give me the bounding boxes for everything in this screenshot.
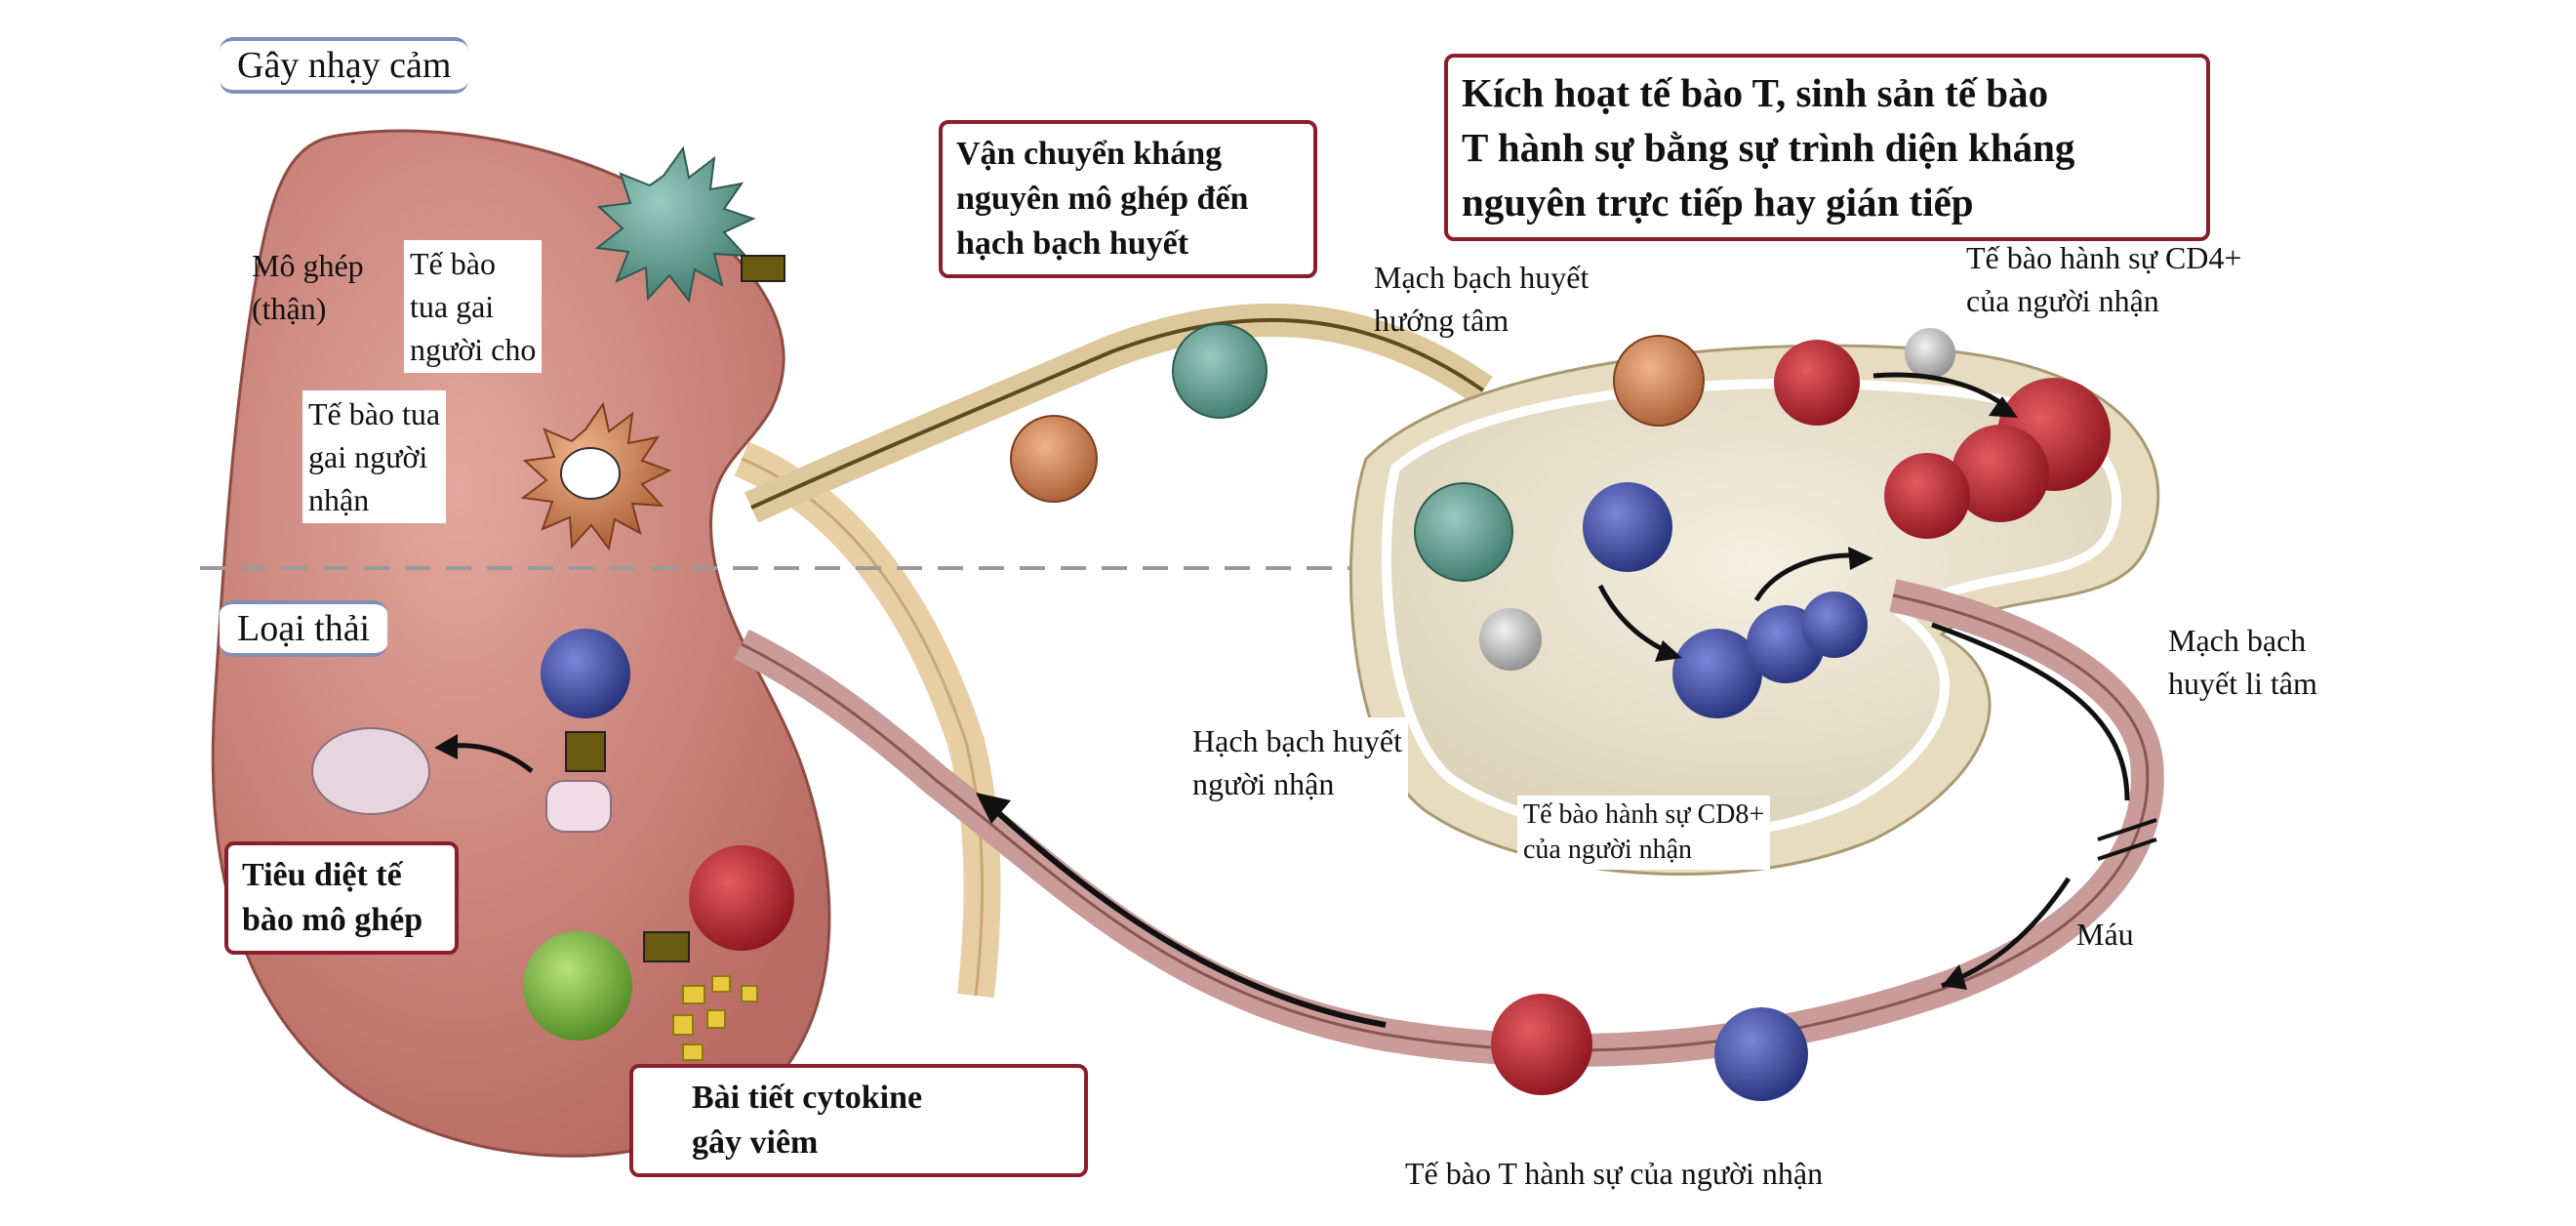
graft-target-cell <box>545 780 612 833</box>
cd8-t-cell <box>1583 482 1672 572</box>
kill-line-2: bào mô ghép <box>242 902 423 938</box>
blood-cd8-t-cell <box>1714 1007 1808 1101</box>
cd8-line-1: Tế bào hành sự CD8+ <box>1523 799 1765 830</box>
kill-box: Tiêu diệt tế bào mô ghép <box>224 841 459 955</box>
transport-line-2: nguyên mô ghép đến <box>956 181 1249 217</box>
cytokine-line-2: gây viêm <box>692 1124 819 1161</box>
recipient-dc-line-1: Tế bào tua <box>308 396 441 431</box>
donor-dc-line-2: tua gai <box>410 289 495 324</box>
cd4-proliferating-2 <box>1952 425 2049 522</box>
cd4-line-2: của người nhận <box>1966 283 2159 318</box>
transport-line-3: hạch bạch huyết <box>956 225 1189 262</box>
afferent-line-1: Mạch bạch huyết <box>1374 260 1590 295</box>
cd4-line-1: Tế bào hành sự CD4+ <box>1966 240 2242 275</box>
afferent-label: Mạch bạch huyết hướng tâm <box>1374 256 1589 342</box>
grey-cell <box>1905 328 1955 379</box>
activation-line-3: nguyên trực tiếp hay gián tiếp <box>1462 180 1974 225</box>
graft-label-line-1: Mô ghép <box>252 248 364 283</box>
return-to-graft-arrow <box>992 807 1387 1028</box>
cd4-t-cell <box>1774 340 1860 426</box>
recipient-dc-line-2: gai người <box>308 439 428 474</box>
graft-label: Mô ghép (thận) <box>252 244 364 330</box>
donor-dc-line-1: Tế bào <box>410 246 496 281</box>
migrating-donor-dc <box>1172 323 1268 419</box>
effector-t-label: Tế bào T hành sự của người nhận <box>1405 1156 1824 1191</box>
recipient-dc-label: Tế bào tua gai người nhận <box>302 390 447 523</box>
transport-box: Vận chuyển kháng nguyên mô ghép đến hạch… <box>939 120 1317 278</box>
cd4-label: Tế bào hành sự CD4+ của người nhận <box>1966 236 2241 322</box>
node-recipient-dc <box>1613 335 1705 427</box>
section-sensitization: Gây nhạy cảm <box>220 37 469 94</box>
transport-line-1: Vận chuyển kháng <box>956 136 1223 172</box>
cd4-proliferating-3 <box>1884 453 1970 539</box>
afferent-line-2: hướng tâm <box>1374 303 1509 338</box>
recipient-dendritic-cell <box>520 401 672 552</box>
activation-box: Kích hoạt tế bào T, sinh sản tế bào T hà… <box>1444 54 2210 241</box>
node-donor-dc <box>1414 482 1513 582</box>
dying-graft-cell <box>311 727 430 815</box>
kill-line-1: Tiêu diệt tế <box>242 857 402 893</box>
donor-dendritic-cell <box>594 145 785 304</box>
lymph-node-line-2: người nhận <box>1192 766 1335 801</box>
lymph-node-label: Hạch bạch huyết người nhận <box>1187 717 1409 807</box>
cytokine-line-1: Bài tiết cytokine <box>692 1080 923 1116</box>
recipient-dc-line-3: nhận <box>308 482 370 517</box>
efferent-line-2: huyết li tâm <box>2168 666 2317 701</box>
cd8-proliferating-3 <box>1801 592 1868 658</box>
lymph-node-line-1: Hạch bạch huyết <box>1192 723 1403 758</box>
grey-cell-2 <box>1479 608 1542 671</box>
cytokine-granules <box>672 975 758 1061</box>
activation-line-2: T hành sự bằng sự trình diện kháng <box>1462 125 2075 170</box>
efferent-line-1: Mạch bạch <box>2168 623 2307 658</box>
efferent-label: Mạch bạch huyết li tâm <box>2168 619 2317 705</box>
graft-label-line-2: (thận) <box>252 291 327 326</box>
graft-cd4-t-cell <box>689 845 794 951</box>
donor-dc-label: Tế bào tua gai người cho <box>404 240 543 373</box>
cd8-proliferating-1 <box>1672 629 1762 718</box>
cd8-line-2: của người nhận <box>1523 835 1693 865</box>
graft-cd8-t-cell <box>541 629 630 718</box>
efferent-arrow <box>1931 622 2130 801</box>
cd8-label: Tế bào hành sự CD8+ của người nhận <box>1517 796 1771 870</box>
cytokine-box: Bài tiết cytokine gây viêm <box>629 1064 1088 1177</box>
blood-cd4-t-cell <box>1491 994 1592 1095</box>
activation-line-1: Kích hoạt tế bào T, sinh sản tế bào <box>1462 70 2049 115</box>
donor-dc-line-3: người cho <box>410 332 537 367</box>
migrating-recipient-dc <box>1010 415 1098 503</box>
section-rejection: Loại thải <box>220 600 388 657</box>
blood-label: Máu <box>2076 917 2134 952</box>
graft-cell-green <box>523 931 632 1041</box>
